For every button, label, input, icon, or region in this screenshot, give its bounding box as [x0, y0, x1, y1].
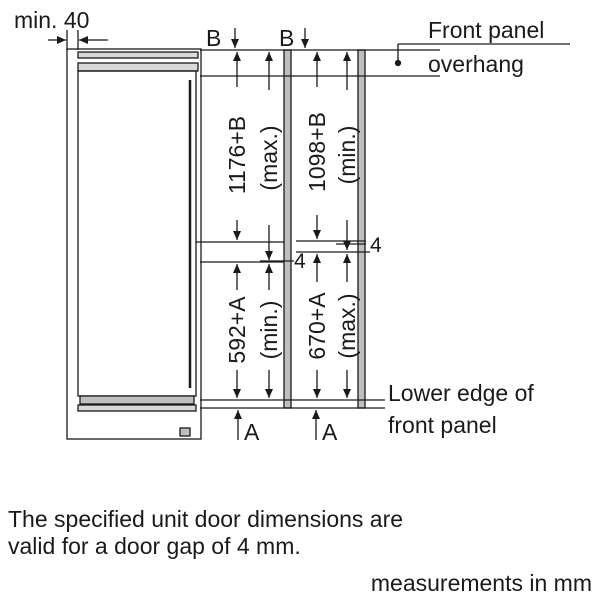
min-gap-label: min. 40: [14, 7, 89, 33]
lower-edge-label-line1: Lower edge of: [388, 380, 534, 406]
gap-label-left: 4: [294, 250, 306, 273]
lower-edge-label-line2: front panel: [388, 412, 497, 438]
dimension-lower-left-qualifier: (min.): [256, 301, 282, 360]
overhang-label-line2: overhang: [428, 51, 524, 77]
overhang-pointer: [394, 43, 570, 67]
gap-label-right: 4: [370, 234, 382, 257]
appliance-outline: [66, 48, 202, 440]
b-arrows: [231, 28, 309, 48]
overhang-label-line1: Front panel: [428, 17, 544, 43]
reference-lines: [196, 49, 440, 409]
dimension-upper-left-qualifier: (max.): [256, 125, 282, 190]
a-arrows: [234, 410, 320, 440]
left-door-panel: [283, 49, 292, 409]
dimension-upper-right-qualifier: (min.): [334, 126, 360, 185]
dimension-lower-right-qualifier: (max.): [334, 293, 360, 358]
gap-pointers: [260, 243, 366, 262]
dimension-upper-right-value: 1098+B: [304, 112, 330, 192]
min-gap-dimension: [48, 30, 108, 50]
b-marker-left: B: [206, 25, 221, 51]
dimension-lower-left-value: 592+A: [224, 296, 250, 364]
b-marker-right: B: [279, 25, 294, 51]
dimension-arrows: [233, 52, 351, 398]
a-marker-left: A: [244, 419, 260, 445]
note-line-1: The specified unit door dimensions are: [8, 506, 404, 532]
a-marker-right: A: [322, 419, 338, 445]
dimension-upper-left-value: 1176+B: [224, 116, 250, 194]
note-line-2: valid for a door gap of 4 mm.: [8, 533, 301, 559]
dimension-lower-right-value: 670+A: [304, 292, 330, 360]
units-note: measurements in mm: [370, 570, 592, 596]
